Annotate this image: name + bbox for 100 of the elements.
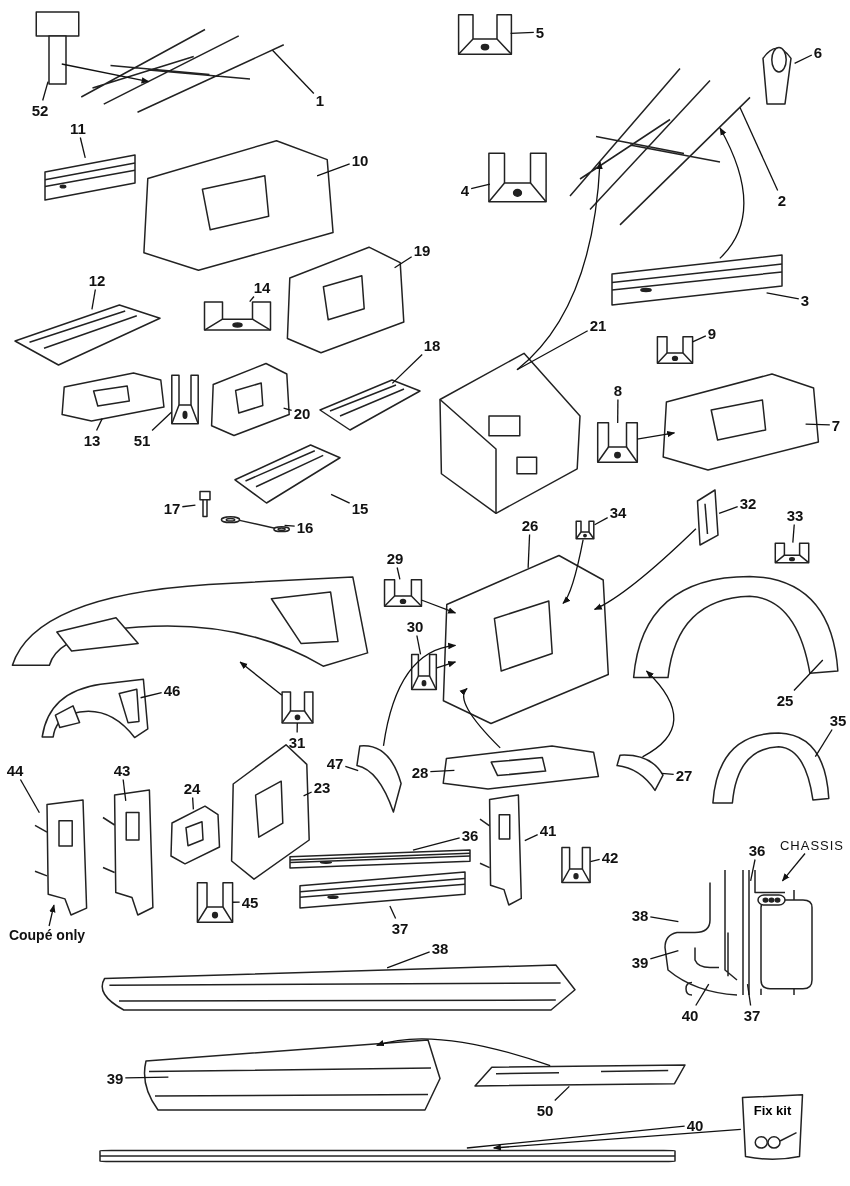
leader-line <box>793 54 813 65</box>
callout-number: 32 <box>739 495 757 511</box>
callout-number: 41 <box>539 822 557 838</box>
callout-number: 9 <box>707 325 717 341</box>
callout-number: 14 <box>253 279 271 295</box>
leader-line <box>249 295 255 303</box>
leader-line <box>750 858 756 882</box>
note-text: Coupé only <box>8 928 86 942</box>
leader-line <box>389 905 397 920</box>
callout-number: 31 <box>288 734 306 750</box>
callout-number: 39 <box>631 954 649 970</box>
callout-number: 39 <box>106 1070 124 1086</box>
leader-line <box>391 353 423 385</box>
leader-line <box>396 566 401 581</box>
callout-number: 37 <box>391 920 409 936</box>
leader-line <box>765 292 800 300</box>
leader-line <box>316 163 351 177</box>
callout-number: 40 <box>686 1117 704 1133</box>
callout-number: 3 <box>800 292 810 308</box>
arrow <box>641 670 675 758</box>
leader-line <box>593 517 609 526</box>
leader-line <box>330 493 351 504</box>
leader-line <box>695 983 710 1007</box>
callout-number: 19 <box>413 242 431 258</box>
callout-label: CHASSIS <box>779 838 845 852</box>
callout-number: 35 <box>829 712 847 728</box>
leader-line <box>429 769 456 773</box>
leader-line <box>691 335 707 343</box>
leader-line <box>283 524 296 527</box>
callout-number: 25 <box>776 692 794 708</box>
callout-number: 1 <box>315 92 325 108</box>
leader-line <box>527 533 531 569</box>
leader-line <box>95 417 103 432</box>
arrow <box>781 852 806 882</box>
callout-number: 24 <box>183 780 201 796</box>
arrow <box>420 599 457 614</box>
arrow <box>382 643 457 747</box>
leader-line <box>793 659 824 692</box>
callout-number: 15 <box>351 500 369 516</box>
bag-label: Fix kit <box>753 1104 792 1117</box>
callout-number: 20 <box>293 405 311 421</box>
leader-line <box>42 80 49 102</box>
callout-number: 5 <box>535 24 545 40</box>
leader-line <box>91 288 96 311</box>
arrow <box>719 127 745 260</box>
leader-line <box>416 634 422 656</box>
leader-line <box>466 1125 686 1149</box>
leader-line <box>718 506 739 514</box>
callout-number: 30 <box>406 618 424 634</box>
callout-number: 43 <box>113 762 131 778</box>
callout-number: 23 <box>313 779 331 795</box>
arrow <box>516 161 603 371</box>
callout-number: 33 <box>786 507 804 523</box>
leader-line <box>151 411 173 432</box>
callout-number: 21 <box>589 317 607 333</box>
arrow <box>459 687 501 749</box>
callout-number: 2 <box>777 192 787 208</box>
callout-number: 38 <box>631 907 649 923</box>
arrow <box>61 63 150 84</box>
leader-line <box>231 901 241 903</box>
leader-line <box>122 778 127 802</box>
leader-line <box>814 728 833 758</box>
arrow <box>562 538 584 605</box>
leader-line <box>412 837 461 851</box>
arrow <box>376 1038 551 1067</box>
leader-line <box>739 106 779 192</box>
arrow <box>48 904 56 927</box>
callout-number: 7 <box>831 417 841 433</box>
leader-line <box>516 330 589 371</box>
arrow <box>593 528 697 610</box>
leader-line <box>470 183 491 190</box>
callout-number: 11 <box>70 120 86 136</box>
callout-number: 52 <box>31 102 49 118</box>
leader-line <box>792 523 795 544</box>
callout-number: 16 <box>296 519 314 535</box>
callout-number: 28 <box>411 764 429 780</box>
leader-line <box>746 983 752 1007</box>
arrow <box>492 1128 742 1151</box>
leader-line <box>271 49 315 95</box>
callout-number: 50 <box>536 1102 554 1118</box>
callout-number: 12 <box>88 272 106 288</box>
callout-number: 40 <box>681 1007 699 1023</box>
callout-number: 36 <box>461 827 479 843</box>
callout-number: 34 <box>609 504 627 520</box>
leader-line <box>344 765 359 772</box>
leader-line <box>617 398 619 424</box>
callout-number: 18 <box>423 337 441 353</box>
leader-line <box>19 778 41 814</box>
leader-line <box>79 136 86 159</box>
callout-number: 46 <box>163 682 181 698</box>
leader-line <box>524 834 539 842</box>
leader-line <box>660 772 675 775</box>
callout-number: 36 <box>748 842 766 858</box>
leader-line <box>649 916 680 923</box>
callout-number: 10 <box>351 152 369 168</box>
leader-line <box>282 407 293 411</box>
callout-number: 8 <box>613 382 623 398</box>
callout-number: 42 <box>601 849 619 865</box>
leader-line <box>393 256 413 269</box>
callout-number: 51 <box>133 432 151 448</box>
